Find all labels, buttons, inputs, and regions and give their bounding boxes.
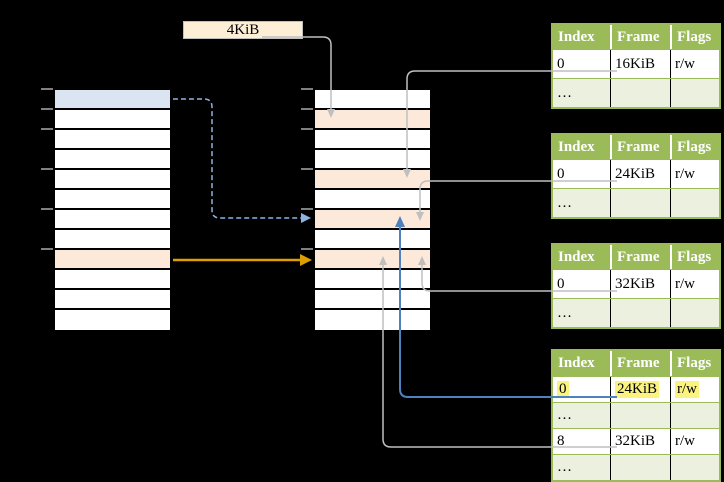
memory-row xyxy=(55,190,170,210)
page-size-label: 4KiB xyxy=(183,21,303,39)
memory-row xyxy=(55,310,170,330)
memory-row xyxy=(55,290,170,310)
table-cell xyxy=(670,189,723,217)
highlighted-value: r/w xyxy=(675,381,699,398)
table-cell: … xyxy=(557,407,572,423)
table-cell: … xyxy=(557,194,572,211)
memory-row xyxy=(315,270,430,290)
table-row: … xyxy=(553,402,719,428)
column-header: Frame xyxy=(610,245,670,269)
arrow-virtual-blue-dashed-head xyxy=(301,213,311,223)
memory-row xyxy=(55,270,170,290)
memory-row xyxy=(315,130,430,150)
page-size-label-text: 4KiB xyxy=(226,21,260,38)
table-cell: 24KiB xyxy=(610,377,670,402)
memory-row xyxy=(55,110,170,130)
physical-memory-column xyxy=(313,88,432,330)
column-header: Frame xyxy=(610,351,670,376)
table-cell: … xyxy=(557,304,572,321)
table-cell xyxy=(610,79,670,107)
virtual-memory-column xyxy=(53,88,172,330)
memory-row xyxy=(315,310,430,330)
arrow-virtual-orange-head xyxy=(300,254,312,266)
table-row: … xyxy=(553,298,719,327)
table-cell: r/w xyxy=(670,377,723,402)
table-cell: 32KiB xyxy=(610,270,670,298)
table-cell xyxy=(670,455,723,480)
physical-column-ticks xyxy=(301,88,313,250)
virtual-column-ticks xyxy=(41,88,53,250)
memory-row xyxy=(315,230,430,250)
table-cell xyxy=(670,403,723,428)
column-header: Index xyxy=(558,355,595,371)
column-header: Flags xyxy=(670,245,723,269)
table-cell xyxy=(610,189,670,217)
column-header: Index xyxy=(558,138,595,155)
table-cell: 0 xyxy=(557,55,565,72)
column-header: Frame xyxy=(610,25,670,49)
table-cell xyxy=(610,299,670,327)
column-header: Index xyxy=(558,248,595,265)
memory-row xyxy=(315,290,430,310)
table-row: 0 24KiB r/w xyxy=(553,376,719,402)
table-cell: 0 xyxy=(557,275,565,292)
table-cell: 32KiB xyxy=(610,429,670,454)
column-header: Flags xyxy=(670,25,723,49)
table-cell: r/w xyxy=(670,50,723,78)
memory-row xyxy=(55,230,170,250)
table-cell: 24KiB xyxy=(610,160,670,188)
column-header: Flags xyxy=(670,351,723,376)
memory-row xyxy=(55,210,170,230)
table-cell xyxy=(610,455,670,480)
memory-row xyxy=(315,150,430,170)
table-cell: … xyxy=(557,84,572,101)
table-cell: r/w xyxy=(670,429,723,454)
memory-row xyxy=(315,170,430,190)
arrow-virtual-blue-dashed xyxy=(173,98,301,219)
memory-row xyxy=(315,90,430,110)
highlighted-value: 24KiB xyxy=(615,381,660,398)
table-row: … xyxy=(553,188,719,217)
column-header: Frame xyxy=(610,135,670,159)
memory-row xyxy=(55,170,170,190)
memory-row xyxy=(55,130,170,150)
memory-row xyxy=(315,250,430,270)
column-header: Index xyxy=(558,28,595,45)
table-row: … xyxy=(553,454,719,480)
memory-row xyxy=(315,110,430,130)
column-header: Flags xyxy=(670,135,723,159)
table-cell: r/w xyxy=(670,160,723,188)
table-cell: … xyxy=(557,459,572,475)
table-cell xyxy=(610,403,670,428)
memory-row xyxy=(315,210,430,230)
table-cell: 0 xyxy=(553,377,610,402)
table-cell xyxy=(670,299,723,327)
table-cell: 0 xyxy=(557,165,565,182)
memory-row xyxy=(315,190,430,210)
memory-row xyxy=(55,90,170,110)
table-row: … xyxy=(553,78,719,107)
table-cell: 8 xyxy=(557,433,565,449)
table-cell: r/w xyxy=(670,270,723,298)
table-cell xyxy=(670,79,723,107)
table-cell: 16KiB xyxy=(610,50,670,78)
memory-row xyxy=(55,150,170,170)
highlighted-value: 0 xyxy=(557,381,569,398)
memory-row xyxy=(55,250,170,270)
